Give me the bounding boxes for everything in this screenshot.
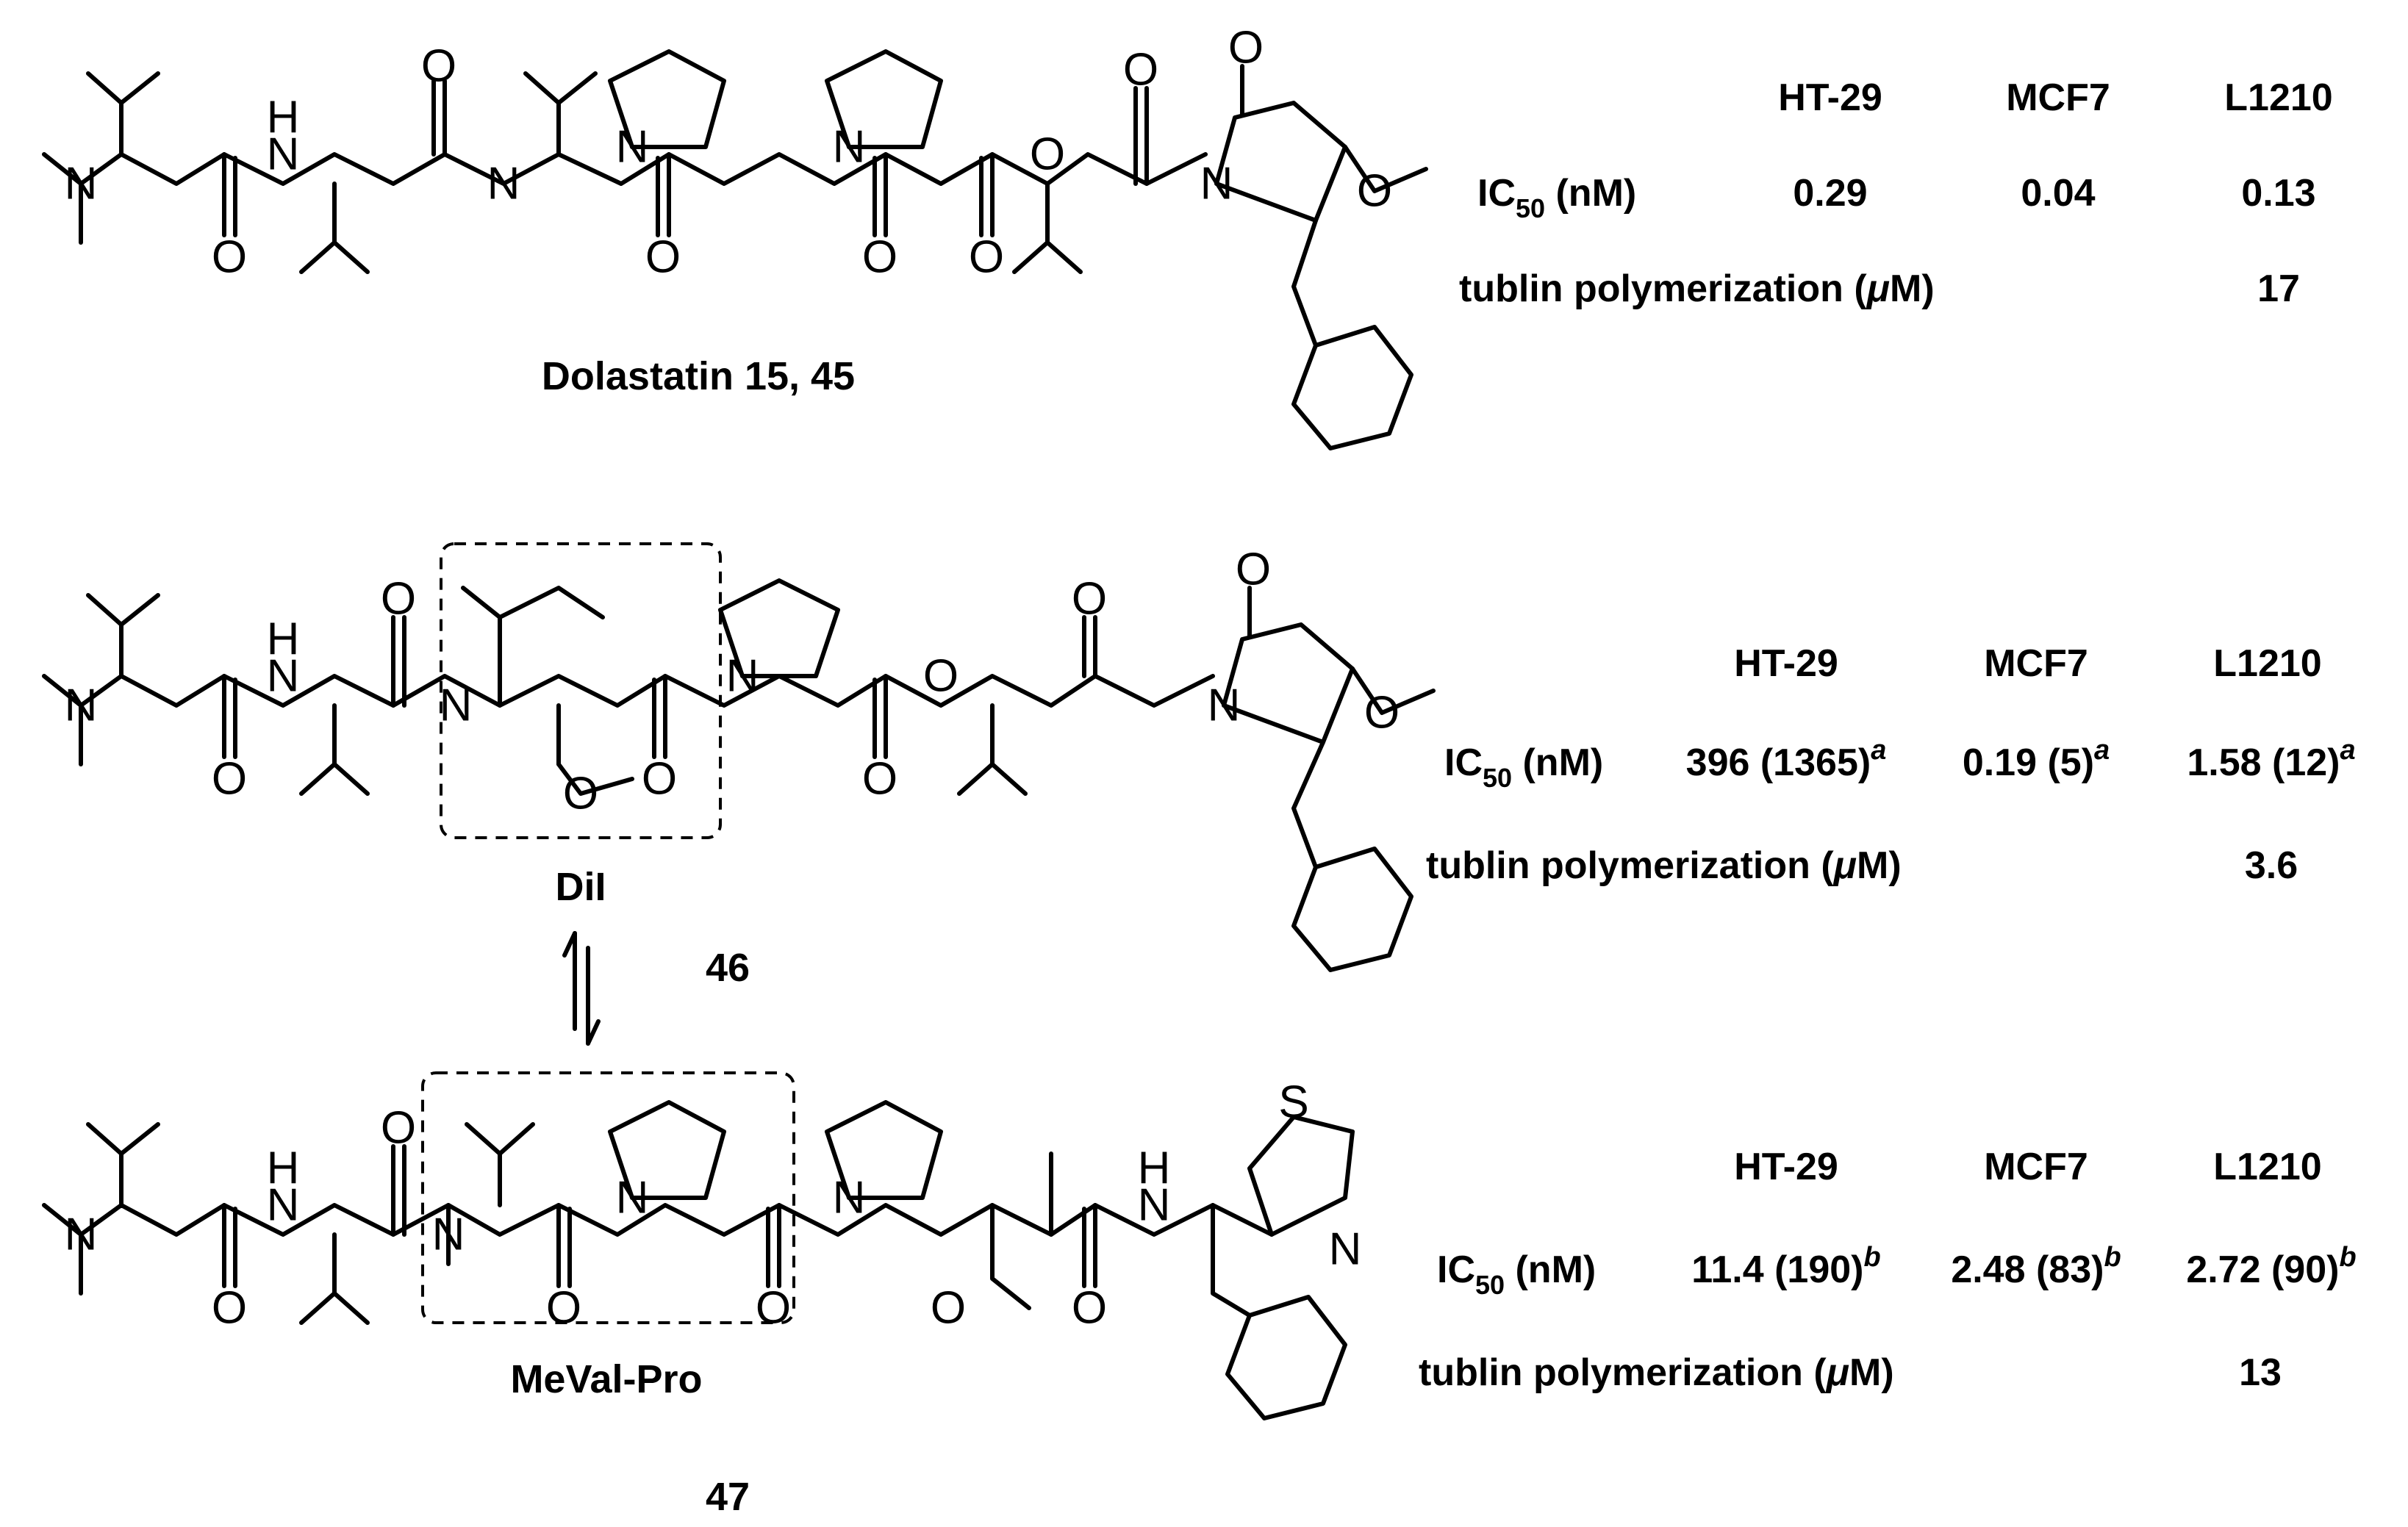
atom-n: N xyxy=(616,1173,649,1224)
structure-dolastatin-15 xyxy=(42,49,1428,450)
atom-o: O xyxy=(1123,45,1158,96)
atom-o: O xyxy=(969,232,1004,283)
atom-n: N xyxy=(1138,1180,1171,1231)
col-header-ht29: HT-29 xyxy=(1734,642,1838,685)
atom-o: O xyxy=(212,1283,247,1334)
activity-table-47: HT-29 MCF7 L1210 IC50 (nM) 11.4 (190)b 2… xyxy=(1419,1146,2357,1394)
ic50-value-ht29: 11.4 (190)b xyxy=(1691,1242,1880,1291)
atom-n: N xyxy=(432,1210,465,1260)
col-header-ht29: HT-29 xyxy=(1734,1146,1838,1188)
atom-o: O xyxy=(421,41,456,92)
atom-n: N xyxy=(1208,680,1241,731)
atom-o: O xyxy=(563,769,598,819)
col-header-ht29: HT-29 xyxy=(1778,76,1882,119)
atom-o: O xyxy=(1030,129,1065,180)
ic50-label: IC50 (nM) xyxy=(1437,1248,1596,1300)
atom-o: O xyxy=(931,1283,966,1334)
atom-n: N xyxy=(487,159,520,209)
dil-highlight-box xyxy=(440,542,722,839)
atom-o: O xyxy=(546,1283,581,1334)
atom-n: N xyxy=(1200,159,1233,209)
atom-h: H xyxy=(267,1143,300,1194)
col-header-mcf7: MCF7 xyxy=(1984,1146,2088,1188)
tubulin-value: 17 xyxy=(2257,267,2300,310)
ic50-value-mcf7: 2.48 (83)b xyxy=(1951,1242,2121,1291)
atom-n: N xyxy=(726,651,759,702)
tubulin-label: tublin polymerization (μM) xyxy=(1426,844,1902,887)
caption-46: 46 xyxy=(706,946,750,990)
atom-n: N xyxy=(833,122,866,173)
structure-47 xyxy=(42,1071,1355,1420)
atom-n: N xyxy=(440,680,473,731)
atom-o: O xyxy=(642,754,677,805)
atom-o: O xyxy=(1357,166,1392,217)
atom-h: H xyxy=(267,93,300,143)
atom-o: O xyxy=(862,754,897,805)
meval-pro-highlight-box xyxy=(421,1071,795,1324)
tubulin-label: tublin polymerization (μM) xyxy=(1419,1351,1894,1394)
atom-n: N xyxy=(267,1180,300,1231)
atom-n: N xyxy=(1329,1224,1362,1275)
atom-o: O xyxy=(1364,688,1400,739)
caption-47: 47 xyxy=(706,1475,750,1519)
atom-n: N xyxy=(65,159,98,209)
box-label-meval-pro: MeVal-Pro xyxy=(510,1357,702,1401)
atom-o: O xyxy=(1072,574,1107,625)
ic50-label: IC50 (nM) xyxy=(1477,172,1636,223)
atom-n: N xyxy=(65,1210,98,1260)
col-header-l1210: L1210 xyxy=(2224,76,2332,119)
atom-o: O xyxy=(1236,545,1271,595)
tubulin-value: 13 xyxy=(2239,1351,2282,1394)
atom-o: O xyxy=(645,232,681,283)
atom-n: N xyxy=(267,651,300,702)
atom-h: H xyxy=(1138,1143,1171,1194)
atom-o: O xyxy=(1072,1283,1107,1334)
box-label-dil: DiI xyxy=(555,865,606,909)
col-header-l1210: L1210 xyxy=(2213,642,2321,685)
atom-n: N xyxy=(65,680,98,731)
ic50-value-mcf7: 0.04 xyxy=(2021,172,2095,215)
atom-h: H xyxy=(267,614,300,665)
activity-table-46: HT-29 MCF7 L1210 IC50 (nM) 396 (1365)a 0… xyxy=(1426,642,2356,887)
atom-n: N xyxy=(267,129,300,180)
atom-o: O xyxy=(756,1283,791,1334)
atom-o: O xyxy=(381,1103,416,1154)
atom-o: O xyxy=(212,232,247,283)
activity-table-45: HT-29 MCF7 L1210 IC50 (nM) 0.29 0.04 0.1… xyxy=(1459,76,2333,310)
ic50-label: IC50 (nM) xyxy=(1444,741,1603,793)
atom-o: O xyxy=(862,232,897,283)
equilibrium-arrow xyxy=(562,931,601,1046)
ic50-value-mcf7: 0.19 (5)a xyxy=(1963,735,2110,784)
atom-o: O xyxy=(923,651,958,702)
col-header-mcf7: MCF7 xyxy=(1984,642,2088,685)
col-header-l1210: L1210 xyxy=(2213,1146,2321,1188)
tubulin-value: 3.6 xyxy=(2245,844,2298,887)
structure-46 xyxy=(42,542,1436,972)
ic50-value-l1210: 1.58 (12)a xyxy=(2187,735,2355,784)
atom-labels: N N H N N N N O O O O O O O O O N N H N … xyxy=(65,23,1400,1334)
ic50-value-ht29: 396 (1365)a xyxy=(1686,735,1887,784)
atom-o: O xyxy=(1228,23,1264,73)
ic50-value-l1210: 2.72 (90)b xyxy=(2186,1242,2356,1291)
col-header-mcf7: MCF7 xyxy=(2006,76,2110,119)
tubulin-label: tublin polymerization (μM) xyxy=(1459,267,1935,310)
ic50-value-l1210: 0.13 xyxy=(2241,172,2315,215)
caption-dolastatin-15: Dolastatin 15, 45 xyxy=(542,354,855,398)
ic50-value-ht29: 0.29 xyxy=(1793,172,1867,215)
atom-o: O xyxy=(212,754,247,805)
atom-o: O xyxy=(381,574,416,625)
atom-n: N xyxy=(616,122,649,173)
atom-n: N xyxy=(833,1173,866,1224)
atom-s: S xyxy=(1278,1077,1308,1128)
